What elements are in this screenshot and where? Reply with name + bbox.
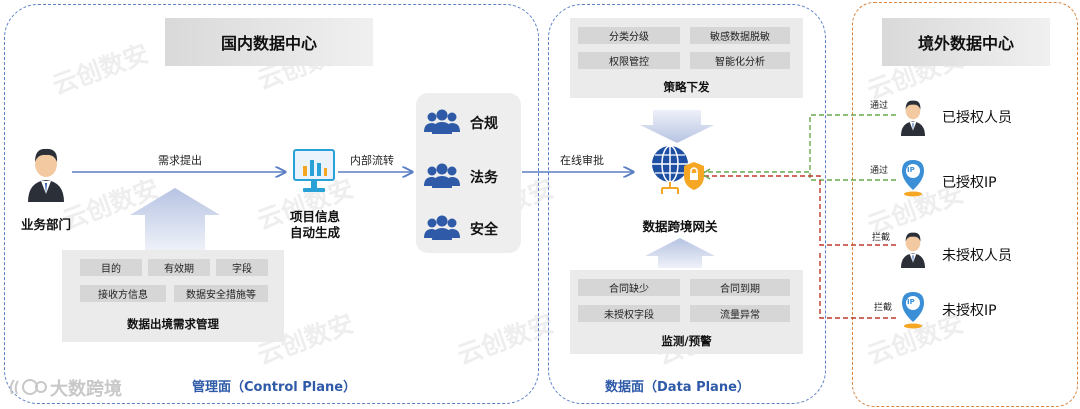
tag-chip: 有效期: [148, 259, 210, 276]
review-group-label: 安全: [470, 222, 498, 238]
control-plane-frame: [4, 4, 539, 404]
action-label: 通过: [870, 101, 889, 111]
ip-pin-icon: [902, 160, 924, 197]
review-group-label: 法务: [470, 170, 498, 186]
data-plane-frame: [548, 4, 826, 404]
project-info-label: 项目信息: [289, 209, 340, 224]
overseas-role-label: 已授权人员: [942, 110, 1012, 126]
person-icon: [901, 232, 925, 268]
group-icon: [424, 215, 460, 240]
action-label: 拦截: [872, 233, 891, 243]
overseas-role-label: 未授权IP: [942, 303, 997, 319]
policy-chip: 敏感数据脱敏: [690, 27, 790, 44]
monitor-chip: 流量异常: [690, 305, 790, 322]
gateway-label: 数据跨境网关: [642, 219, 718, 234]
policy-chip: 分类分级: [578, 27, 680, 44]
business-dept-label: 业务部门: [20, 217, 71, 232]
brand-logo-icon: [9, 379, 47, 395]
monitor-chip: 合同缺少: [578, 279, 680, 296]
policy-title: 策略下发: [663, 80, 710, 94]
auto-generate-label: 自动生成: [289, 225, 340, 240]
monitor-title: 监测/预警: [661, 334, 712, 348]
tag-chip: 接收方信息: [80, 285, 166, 302]
data-plane-label: 数据面（Data Plane）: [605, 380, 750, 395]
monitor-chip: 未授权字段: [578, 305, 680, 322]
overseas-dc-title: 境外数据中心: [882, 18, 1050, 66]
monitor-icon: [293, 149, 335, 192]
demand-management-title: 数据出境需求管理: [127, 317, 219, 331]
tag-chip: 目的: [80, 259, 142, 276]
ip-pin-icon: [902, 292, 924, 329]
group-icon: [424, 163, 460, 188]
footer-logo-text: 大数跨境: [50, 379, 122, 400]
policy-chip: 智能化分析: [690, 52, 790, 69]
action-label: 通过: [870, 166, 889, 176]
overseas-role-label: 未授权人员: [942, 248, 1012, 264]
ip-pin-text: IP: [907, 298, 915, 306]
tag-chip: 数据安全措施等: [174, 285, 268, 302]
group-icon: [424, 109, 460, 134]
review-group-label: 合规: [470, 116, 498, 132]
control-plane-label: 管理面（Control Plane）: [192, 380, 357, 395]
online-review-label: 在线审批: [560, 154, 604, 167]
monitor-chip: 合同到期: [690, 279, 790, 296]
action-label: 拦截: [874, 303, 893, 313]
person-icon: [28, 148, 64, 202]
ip-pin-text: IP: [907, 166, 915, 174]
overseas-frame: [852, 2, 1078, 407]
internal-flow-label: 内部流转: [350, 154, 394, 167]
policy-chip: 权限管控: [578, 52, 680, 69]
person-icon: [901, 100, 925, 136]
gateway-globe-icon: [652, 145, 704, 194]
domestic-dc-title: 国内数据中心: [165, 18, 373, 66]
tag-chip: 字段: [216, 259, 268, 276]
overseas-role-label: 已授权IP: [942, 175, 997, 191]
demand-label: 需求提出: [158, 154, 202, 167]
